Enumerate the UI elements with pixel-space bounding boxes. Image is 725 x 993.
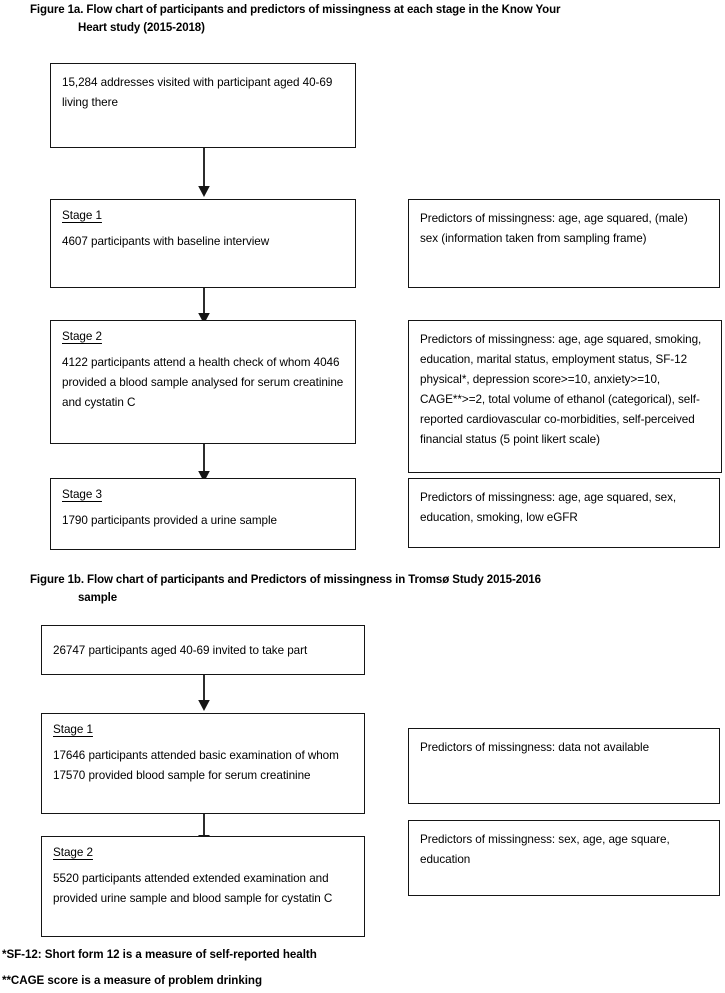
node-b-stage-2-text: 5520 participants attended extended exam… [53,872,333,905]
predictors-stage-3: Predictors of missingness: age, age squa… [408,478,720,548]
predictors-b-stage-1-text: Predictors of missingness: data not avai… [420,741,650,754]
predictors-b-stage-2: Predictors of missingness: sex, age, age… [408,820,720,896]
node-invited-participants-text: 26747 participants aged 40-69 invited to… [53,644,308,658]
predictors-stage-3-text: Predictors of missingness: age, age squa… [420,491,677,524]
node-stage-2: Stage 2 4122 participants attend a healt… [50,320,356,444]
node-stage-3: Stage 3 1790 participants provided a uri… [50,478,356,550]
node-stage-2-text: 4122 participants attend a health check … [62,356,344,409]
node-addresses-visited-text: 15,284 addresses visited with participan… [62,76,333,109]
predictors-stage-1-text: Predictors of missingness: age, age squa… [420,212,688,245]
figure-1a-caption-line2: Heart study (2015-2018) [78,21,205,34]
predictors-b-stage-2-text: Predictors of missingness: sex, age, age… [420,833,670,866]
footnote-sf12: *SF-12: Short form 12 is a measure of se… [2,948,317,961]
node-addresses-visited: 15,284 addresses visited with participan… [50,63,356,148]
predictors-b-stage-1: Predictors of missingness: data not avai… [408,728,720,804]
figure-1b-caption-line2: sample [78,591,118,604]
footnote-cage: **CAGE score is a measure of problem dri… [2,974,262,987]
figure-1b-caption-line1: Figure 1b. Flow chart of participants an… [30,574,541,586]
predictors-stage-2: Predictors of missingness: age, age squa… [408,320,722,473]
figure-1a-caption: Figure 1a. Flow chart of participants an… [30,2,690,38]
figure-1a-caption-line1: Figure 1a. Flow chart of participants an… [30,4,561,16]
node-b-stage-2: Stage 2 5520 participants attended exten… [41,836,365,937]
figure-1b-caption: Figure 1b. Flow chart of participants an… [30,572,690,608]
arrow-addresses-to-stage1 [198,148,210,197]
arrow-stage1-to-stage2 [198,288,210,324]
node-b-stage-1: Stage 1 17646 participants attended basi… [41,713,365,814]
node-stage-1: Stage 1 4607 participants with baseline … [50,199,356,288]
node-stage-2-label: Stage 2 [62,330,102,343]
node-stage-3-text: 1790 participants provided a urine sampl… [62,514,277,527]
predictors-stage-1: Predictors of missingness: age, age squa… [408,199,720,288]
arrow-invited-to-stage1 [198,675,210,711]
node-b-stage-2-label: Stage 2 [53,846,93,859]
node-b-stage-1-text: 17646 participants attended basic examin… [53,749,339,782]
arrow-stage2-to-stage3 [198,444,210,482]
node-stage-3-label: Stage 3 [62,488,102,501]
node-invited-participants: 26747 participants aged 40-69 invited to… [41,625,365,675]
node-b-stage-1-label: Stage 1 [53,723,93,736]
node-stage-1-text: 4607 participants with baseline intervie… [62,235,270,248]
predictors-stage-2-text: Predictors of missingness: age, age squa… [420,333,702,446]
node-stage-1-label: Stage 1 [62,209,102,222]
